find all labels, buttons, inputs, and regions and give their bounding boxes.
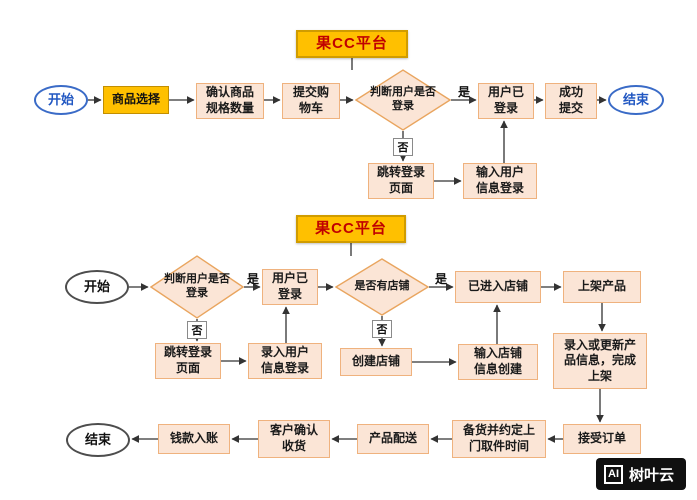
flow1-node-confirm: 确认商品 规格数量	[196, 83, 264, 119]
flow2-label-yes-login: 是	[247, 272, 260, 286]
watermark-ai-logo: AI	[604, 464, 623, 484]
flow2-node-create-shop: 创建店铺	[340, 348, 412, 376]
flow2-start-terminator: 开始	[65, 270, 129, 304]
flow1-node-goto-login: 跳转登录 页面	[368, 163, 434, 199]
watermark-text: 树叶云	[629, 466, 675, 484]
flow1-node-logged-in: 用户已 登录	[478, 83, 534, 119]
flow1-label-no: 否	[393, 138, 413, 156]
watermark-badge: AI 树叶云	[596, 458, 686, 490]
flow1-end-terminator: 结束	[608, 85, 664, 115]
flow1-node-input-login: 输入用户 信息登录	[463, 163, 537, 199]
flow2-decision-check-login: 判断用户是否 登录	[150, 255, 244, 319]
flow2-label-no-shop: 否	[372, 320, 392, 338]
flow2-label-yes-shop: 是	[435, 272, 448, 286]
flow2-node-goto-login: 跳转登录 页面	[155, 343, 221, 379]
decision-label: 判断用户是否 登录	[164, 273, 230, 299]
flow2-node-logged-in: 用户已 登录	[262, 269, 318, 305]
flow1-label-yes: 是	[458, 85, 471, 99]
flow2-node-delivery: 产品配送	[357, 424, 429, 454]
flow1-node-select: 商品选择	[103, 86, 169, 114]
flow1-node-submit-ok: 成功 提交	[545, 83, 597, 119]
diamond-shape	[150, 255, 244, 319]
decision-label: 判断用户是否 登录	[370, 86, 436, 112]
flow2-node-payment: 钱款入账	[158, 424, 230, 454]
flow2-end-terminator: 结束	[66, 423, 130, 457]
flow2-node-prepare: 备货并约定上 门取件时间	[452, 420, 546, 458]
flow2-decision-has-shop: 是否有店铺	[335, 258, 429, 316]
flow2-node-input-shop: 输入店铺 信息创建	[458, 344, 538, 380]
flow2-node-list-product: 上架产品	[563, 271, 641, 303]
flow2-node-accept-order: 接受订单	[563, 424, 641, 454]
flow2-title: 果CC平台	[296, 215, 406, 243]
flow2-node-input-login: 录入用户 信息登录	[248, 343, 322, 379]
decision-label: 是否有店铺	[354, 280, 410, 293]
flow2-node-update-product: 录入或更新产 品信息，完成 上架	[553, 333, 647, 389]
diamond-shape	[335, 258, 429, 316]
flow1-title: 果CC平台	[296, 30, 408, 58]
flow1-node-cart: 提交购 物车	[282, 83, 340, 119]
flow2-node-confirm-receipt: 客户确认 收货	[258, 420, 330, 458]
flow1-decision-check-login: 判断用户是否 登录	[355, 69, 451, 131]
diamond-shape	[355, 69, 451, 131]
flow2-label-no-login: 否	[187, 321, 207, 339]
flow2-node-entered-shop: 已进入店铺	[455, 271, 541, 303]
flow1-start-terminator: 开始	[34, 85, 88, 115]
